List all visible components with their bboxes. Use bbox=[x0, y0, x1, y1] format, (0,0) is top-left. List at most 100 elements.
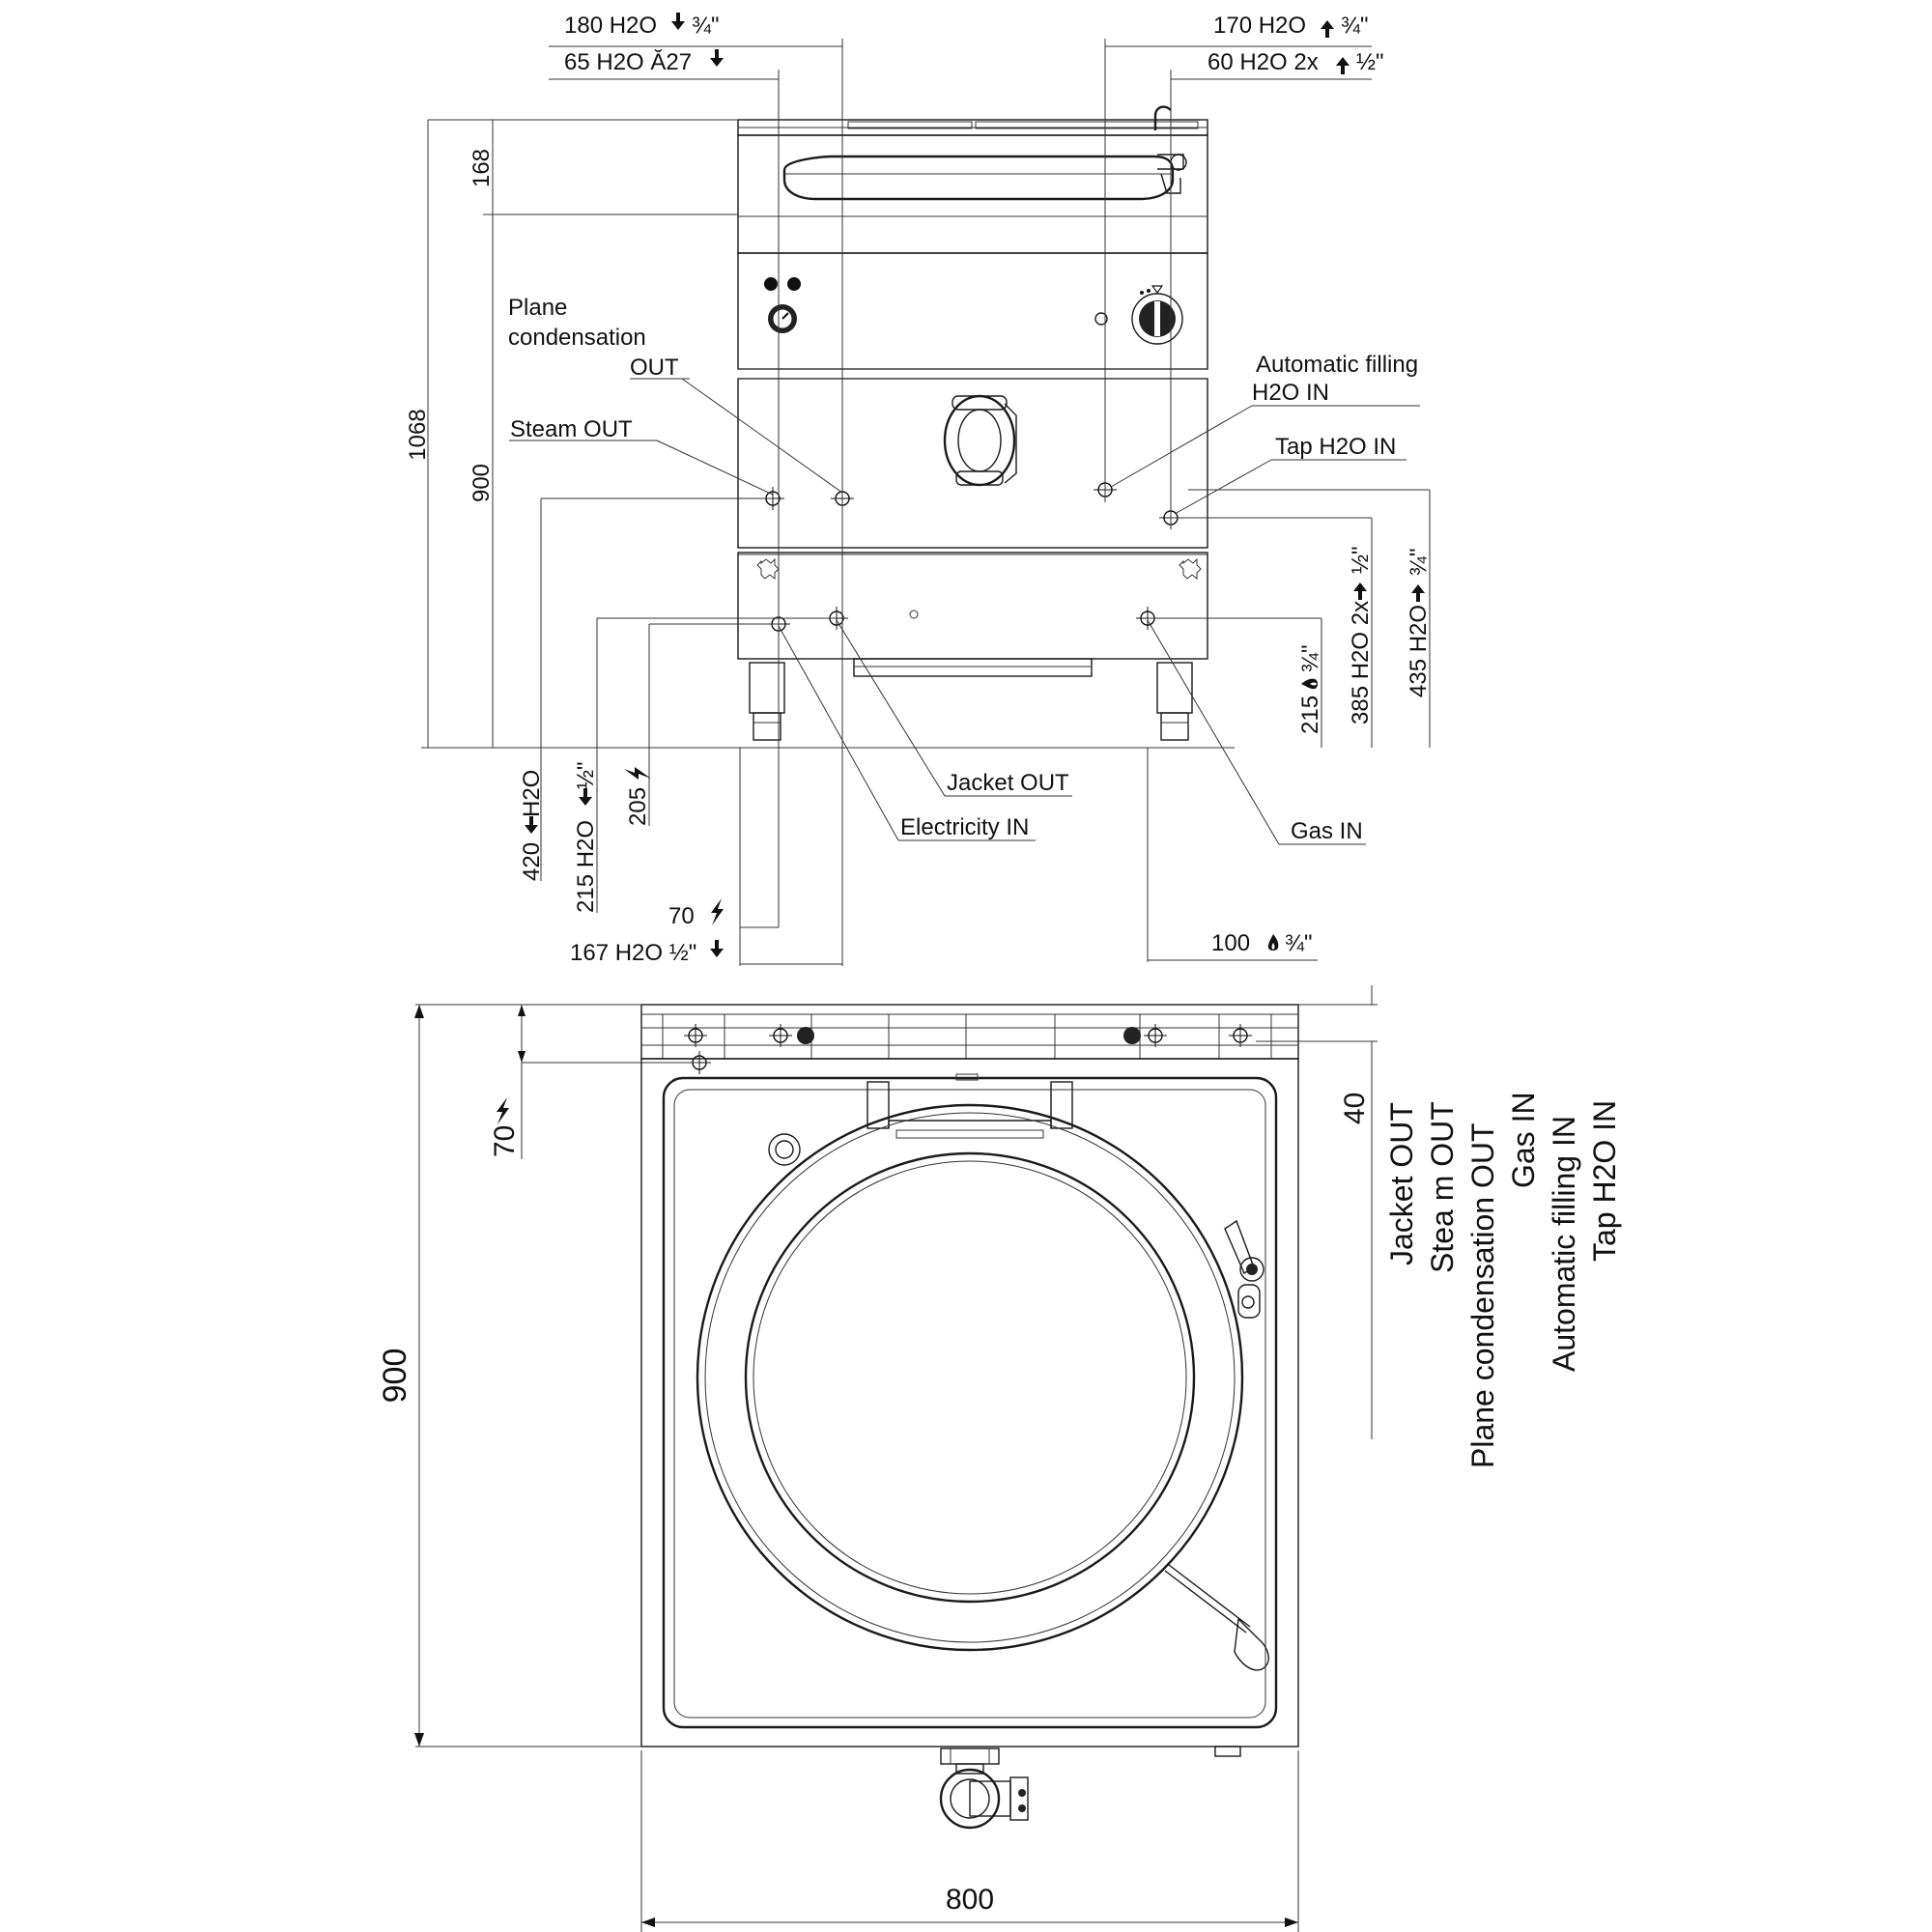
indicator-lights bbox=[764, 277, 801, 291]
lightning-icon bbox=[624, 767, 651, 780]
rear-connection-strip bbox=[640, 1004, 1299, 1060]
legend-steam-out: Stea m OUT bbox=[1425, 1101, 1460, 1273]
arrow-down-icon bbox=[525, 816, 538, 834]
dim-right-435: 435 H2O ¾" bbox=[1406, 548, 1432, 697]
flame-icon bbox=[1301, 678, 1318, 690]
callout-plane-condensation-1: Plane bbox=[508, 295, 567, 321]
svg-text:¾": ¾" bbox=[1406, 548, 1432, 576]
svg-text:100: 100 bbox=[1211, 930, 1250, 956]
dim-bottom-167: 167 H2O ½" bbox=[570, 940, 724, 966]
top-view bbox=[640, 1004, 1299, 1830]
dim-right-215: 215 ¾" bbox=[1297, 644, 1323, 734]
pressure-gauge-icon bbox=[768, 304, 797, 333]
callout-steam-out: Steam OUT bbox=[510, 416, 633, 442]
svg-text:215 H2O: 215 H2O bbox=[573, 820, 599, 913]
dim-height-900: 900 bbox=[469, 464, 495, 502]
front-dimension-lines bbox=[421, 39, 1431, 966]
kettle-main-body bbox=[737, 378, 1208, 549]
callout-plane-condensation-3: OUT bbox=[630, 355, 679, 381]
front-view-labels: 180 H2O ¾" 65 H2O Ă27 170 H2O ¾" 60 H2O … bbox=[405, 13, 1432, 966]
tilt-handle-icon bbox=[1164, 1564, 1269, 1671]
dim-text: 65 H2O Ă27 bbox=[564, 49, 692, 75]
callout-plane-condensation-2: condensation bbox=[508, 325, 646, 351]
svg-text:167 H2O ½": 167 H2O ½" bbox=[570, 940, 696, 966]
dim-width-800: 800 bbox=[946, 1884, 994, 1916]
front-view bbox=[737, 105, 1208, 741]
dim-text: 170 H2O bbox=[1213, 13, 1306, 39]
legend-plane-condensation-out: Plane condensation OUT bbox=[1465, 1122, 1500, 1468]
dim-right-385: 385 H2O 2x ½" bbox=[1348, 546, 1374, 724]
arrow-up-icon bbox=[1411, 584, 1425, 602]
dim-depth-900: 900 bbox=[377, 1349, 413, 1404]
lightning-icon bbox=[711, 898, 724, 925]
arrow-up-icon bbox=[1336, 57, 1350, 74]
legend-jacket-out: Jacket OUT bbox=[1384, 1102, 1419, 1265]
safety-valve-icon bbox=[768, 1133, 801, 1166]
svg-text:¾": ¾" bbox=[1297, 644, 1323, 672]
dim-bottom-70: 70 bbox=[668, 898, 724, 929]
svg-text:215: 215 bbox=[1297, 696, 1323, 734]
dim-height-168: 168 bbox=[469, 149, 495, 187]
svg-text:½": ½" bbox=[573, 761, 599, 789]
dim-top-170: 170 H2O ¾" bbox=[1213, 13, 1369, 39]
svg-text:70: 70 bbox=[489, 1125, 521, 1157]
arrow-down-icon bbox=[671, 13, 685, 30]
svg-text:¾": ¾" bbox=[1285, 930, 1313, 956]
dim-left-420: 420 H2O bbox=[519, 770, 545, 881]
dim-left-215: 215 H2O ½" bbox=[573, 761, 599, 913]
safety-valve-icon bbox=[943, 394, 1017, 487]
legend-tap-h2o-in: Tap H2O IN bbox=[1587, 1100, 1622, 1262]
dim-top-180: 180 H2O ¾" bbox=[564, 13, 720, 39]
left-leg bbox=[749, 662, 785, 741]
kettle-base bbox=[737, 552, 1208, 660]
svg-text:H2O: H2O bbox=[519, 770, 545, 817]
control-panel bbox=[737, 252, 1208, 370]
dim-left-205: 205 bbox=[624, 767, 651, 826]
kettle-bowl-outer bbox=[696, 1103, 1244, 1652]
lid-outline bbox=[782, 155, 1175, 201]
dim-bottom-100: 100 ¾" bbox=[1211, 930, 1313, 956]
dim-suffix: ½" bbox=[1356, 49, 1384, 75]
legend-gas-in: Gas IN bbox=[1506, 1092, 1541, 1188]
callout-tap-h2o: Tap H2O IN bbox=[1275, 434, 1396, 460]
svg-text:420: 420 bbox=[519, 842, 545, 881]
dim-top-60: 60 H2O 2x ½" bbox=[1208, 49, 1384, 75]
dim-electric-offset: 70 bbox=[489, 1097, 521, 1157]
svg-text:70: 70 bbox=[668, 903, 695, 929]
svg-text:205: 205 bbox=[625, 787, 651, 826]
drain-channel bbox=[853, 658, 1093, 677]
dim-rear-offset-40: 40 bbox=[1339, 1093, 1371, 1124]
dim-text: 180 H2O bbox=[564, 13, 657, 39]
top-dimension-lines bbox=[414, 985, 1378, 1932]
top-view-labels: 900 800 70 40 Jacket OUT Stea m OUT Plan… bbox=[377, 1092, 1622, 1916]
callout-automatic-filling-1: Automatic filling bbox=[1256, 352, 1418, 378]
arrow-up-icon bbox=[1321, 20, 1334, 38]
dim-text: 60 H2O 2x bbox=[1208, 49, 1319, 75]
kettle-bowl-inner bbox=[744, 1151, 1196, 1604]
legend-automatic-filling-in: Automatic filling IN bbox=[1547, 1116, 1581, 1372]
lightning-icon bbox=[497, 1097, 509, 1124]
svg-text:½": ½" bbox=[1348, 546, 1374, 574]
drain-valve-icon bbox=[939, 1747, 1029, 1830]
callout-electricity-in: Electricity IN bbox=[900, 814, 1029, 840]
right-leg bbox=[1156, 662, 1193, 741]
svg-text:435 H2O: 435 H2O bbox=[1406, 605, 1432, 697]
callout-gas-in: Gas IN bbox=[1291, 818, 1363, 844]
dim-suffix: ¾" bbox=[692, 13, 720, 39]
callout-automatic-filling-2: H2O IN bbox=[1252, 380, 1329, 406]
dim-top-65: 65 H2O Ă27 bbox=[564, 49, 724, 75]
lid-hinge bbox=[867, 1073, 1073, 1139]
flame-icon bbox=[1267, 934, 1279, 951]
pilot-indicator bbox=[1094, 312, 1108, 326]
dim-suffix: ¾" bbox=[1341, 13, 1369, 39]
water-tap-icon bbox=[1224, 1219, 1264, 1319]
dim-height-1068: 1068 bbox=[405, 409, 431, 460]
callout-jacket-out: Jacket OUT bbox=[947, 770, 1069, 796]
kettle-upper-body bbox=[737, 134, 1208, 254]
kettle-top-rim bbox=[662, 1076, 1278, 1729]
arrow-down-icon bbox=[710, 940, 724, 957]
arrow-down-icon bbox=[579, 788, 592, 806]
arrow-down-icon bbox=[710, 49, 724, 67]
control-knob-icon bbox=[1131, 285, 1183, 345]
